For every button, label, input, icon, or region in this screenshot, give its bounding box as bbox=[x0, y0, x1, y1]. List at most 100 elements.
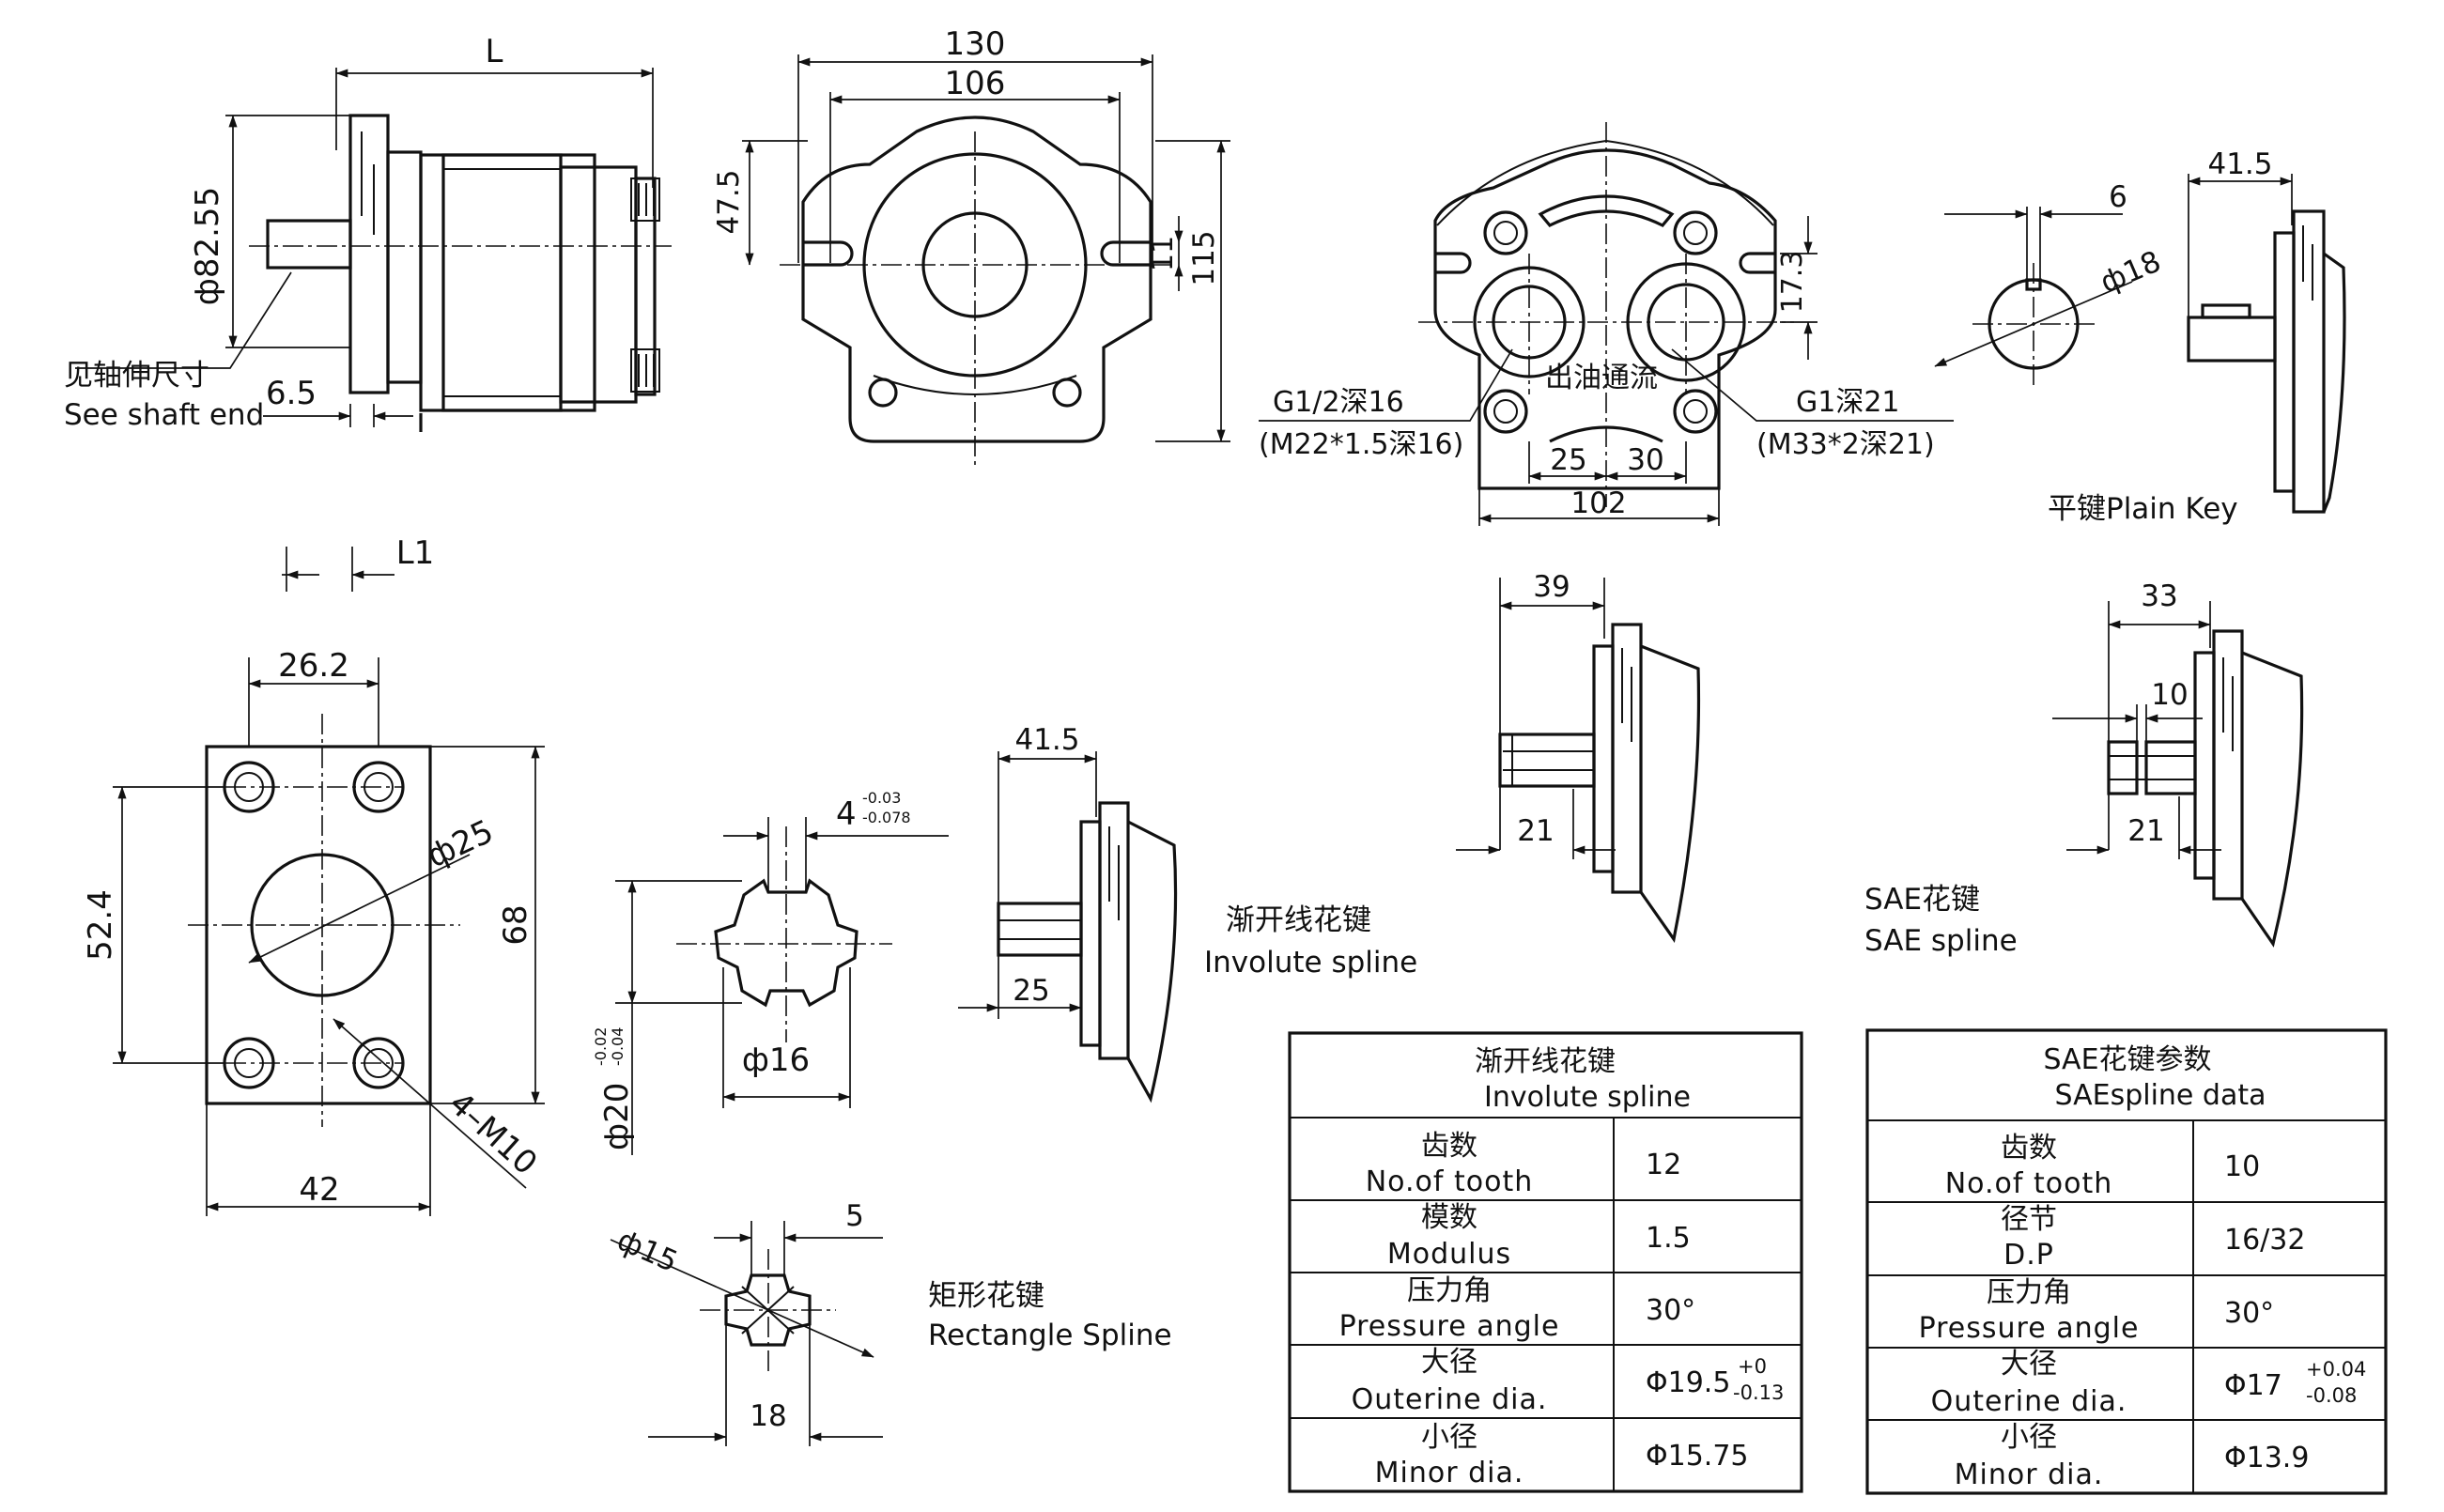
dim-L: L bbox=[486, 33, 503, 70]
sae-spline-table: SAE花键参数 SAEspline data 齿数 No.of tooth 10… bbox=[1865, 1028, 2388, 1495]
dim-41-5-spline: 41.5 bbox=[1014, 723, 1079, 757]
sae-row-cn: 小径 bbox=[2001, 1421, 2057, 1454]
sae-row-value: 10 bbox=[2224, 1150, 2260, 1183]
involute-spline-table: 渐开线花键 Involute spline 齿数 No.of tooth 12 … bbox=[1288, 1031, 1803, 1493]
dim-33: 33 bbox=[2141, 579, 2177, 613]
dim-25-key: 25 bbox=[1013, 974, 1049, 1008]
outlet-port-1: G1深21 bbox=[1796, 386, 1900, 419]
dim-phi16: ф16 bbox=[742, 1041, 810, 1079]
sae-row-cn: 径节 bbox=[2001, 1203, 2057, 1236]
sae-tol-lo: -0.08 bbox=[2306, 1384, 2357, 1407]
inv-table-title-cn: 渐开线花键 bbox=[1475, 1045, 1616, 1078]
front-view: 130 106 47.5 11 115 bbox=[712, 25, 1230, 470]
mounting-flange-view: L1 26.2 ф25 52.4 68 42 4–M10 bbox=[82, 534, 545, 1216]
phi20-tol-lo: -0.04 bbox=[609, 1027, 626, 1066]
key-tol-up: -0.03 bbox=[862, 789, 901, 807]
sae-row-value: 30° bbox=[2224, 1297, 2274, 1330]
key-spline-section: 4 -0.03 -0.078 ф20 -0.02 -0.04 ф16 bbox=[592, 789, 949, 1155]
dim-102: 102 bbox=[1570, 486, 1626, 520]
sae-row-value: Φ13.9 bbox=[2224, 1442, 2309, 1474]
inlet-port-2: (M22*1.5深16) bbox=[1259, 428, 1463, 461]
sae-row-en: No.of tooth bbox=[1945, 1167, 2113, 1200]
involute-label-en: Involute spline bbox=[1204, 946, 1417, 980]
dim-phi15: ф15 bbox=[612, 1223, 683, 1279]
inv-table-title-en: Involute spline bbox=[1484, 1081, 1691, 1114]
rectangle-spline-section: 5 ф15 18 矩形花键 Rectangle Spline bbox=[610, 1199, 1172, 1446]
sae-label-en: SAE spline bbox=[1864, 924, 2018, 958]
dim-52-4: 52.4 bbox=[82, 889, 119, 961]
inv-tol-up: +0 bbox=[1738, 1355, 1767, 1378]
inv-row-en: Outerine dia. bbox=[1352, 1383, 1548, 1416]
inv-row-en: Minor dia. bbox=[1375, 1457, 1524, 1489]
dim-30-port: 30 bbox=[1627, 443, 1663, 477]
inv-row-value: Φ19.5 bbox=[1646, 1366, 1730, 1399]
dim-18: 18 bbox=[750, 1399, 786, 1433]
dim-4-M10: 4–M10 bbox=[441, 1085, 544, 1182]
sae-row-en: Outerine dia. bbox=[1931, 1385, 2127, 1418]
inv-row-cn: 模数 bbox=[1421, 1201, 1477, 1234]
inv-row-en: Modulus bbox=[1387, 1238, 1511, 1271]
side-view: L ф82.55 见轴伸尺寸 See shaft end 6.5 bbox=[64, 33, 672, 432]
sae-row-cn: 齿数 bbox=[2001, 1132, 2057, 1165]
key-tol-lo: -0.078 bbox=[862, 809, 911, 826]
dim-11: 11 bbox=[1147, 236, 1180, 271]
dim-68: 68 bbox=[497, 904, 534, 945]
dim-42: 42 bbox=[299, 1171, 339, 1209]
sae-tol-up: +0.04 bbox=[2306, 1358, 2366, 1381]
port-view: 出油通流 17.3 25 30 102 G1/2深16 (M22*1.5深16)… bbox=[1259, 122, 1954, 526]
sae-table-title-cn: SAE花键参数 bbox=[2043, 1043, 2211, 1076]
dim-47-5: 47.5 bbox=[712, 169, 746, 234]
inlet-port-1: G1/2深16 bbox=[1273, 386, 1404, 419]
inv-row-en: Pressure angle bbox=[1339, 1310, 1560, 1343]
dim-6: 6 bbox=[2109, 180, 2127, 214]
sae-row-cn: 压力角 bbox=[1987, 1276, 2071, 1309]
sae-row-value: Φ17 bbox=[2224, 1369, 2282, 1402]
dim-key-width: 4 bbox=[836, 795, 857, 833]
plain-key-label: 平键Plain Key bbox=[2048, 492, 2238, 526]
dim-6-5: 6.5 bbox=[266, 375, 317, 412]
sae-row-value: 16/32 bbox=[2224, 1224, 2305, 1257]
sae-shaft-view: 33 10 21 bbox=[2052, 579, 2304, 948]
involute-shaft-view: 39 21 bbox=[1456, 570, 1701, 943]
dim-26-2: 26.2 bbox=[278, 647, 349, 685]
inv-row-cn: 大径 bbox=[1421, 1346, 1477, 1379]
dim-39: 39 bbox=[1533, 570, 1570, 604]
sae-row-cn: 大径 bbox=[2001, 1348, 2057, 1381]
sae-row-en: Pressure angle bbox=[1919, 1312, 2140, 1345]
sae-table-title-en: SAEspline data bbox=[2055, 1079, 2266, 1112]
inv-row-cn: 压力角 bbox=[1407, 1274, 1492, 1307]
dim-phi25: ф25 bbox=[422, 812, 499, 875]
dim-115: 115 bbox=[1187, 230, 1221, 285]
dim-25-port: 25 bbox=[1550, 443, 1586, 477]
dim-phi20: ф20 bbox=[598, 1083, 636, 1150]
see-shaft-en: See shaft end bbox=[64, 398, 264, 432]
dim-phi18: ф18 bbox=[2096, 244, 2166, 300]
sae-row-en: D.P bbox=[2003, 1239, 2054, 1272]
inv-row-cn: 齿数 bbox=[1421, 1130, 1477, 1163]
dim-21-sae: 21 bbox=[2127, 814, 2164, 848]
inv-row-value: Φ15.75 bbox=[1646, 1440, 1749, 1473]
outlet-label: 出油通流 bbox=[1545, 362, 1658, 394]
dim-17-3: 17.3 bbox=[1776, 251, 1809, 314]
key-shaft-side: 41.5 25 bbox=[958, 723, 1178, 1103]
rect-spline-en: Rectangle Spline bbox=[928, 1319, 1172, 1352]
inv-row-cn: 小径 bbox=[1421, 1421, 1477, 1454]
dim-130: 130 bbox=[945, 25, 1006, 63]
plain-key-view: 6 ф18 41.5 平键Plain Key bbox=[1934, 147, 2346, 526]
dim-5: 5 bbox=[845, 1199, 864, 1233]
dim-41-5-key: 41.5 bbox=[2207, 147, 2272, 181]
inv-tol-lo: -0.13 bbox=[1733, 1381, 1784, 1404]
inv-row-en: No.of tooth bbox=[1366, 1165, 1534, 1198]
rect-spline-cn: 矩形花键 bbox=[928, 1279, 1044, 1313]
inv-row-value: 30° bbox=[1646, 1294, 1695, 1327]
see-shaft-cn: 见轴伸尺寸 bbox=[64, 359, 209, 393]
phi20-tol-up: -0.02 bbox=[592, 1027, 610, 1066]
sae-label-cn: SAE花键 bbox=[1864, 883, 1980, 917]
dim-82-55: ф82.55 bbox=[189, 187, 226, 305]
sae-row-en: Minor dia. bbox=[1955, 1458, 2104, 1491]
outlet-port-2: (M33*2深21) bbox=[1756, 428, 1935, 461]
inv-row-value: 12 bbox=[1646, 1149, 1681, 1181]
dim-10: 10 bbox=[2151, 678, 2188, 712]
dim-L1: L1 bbox=[396, 534, 435, 572]
